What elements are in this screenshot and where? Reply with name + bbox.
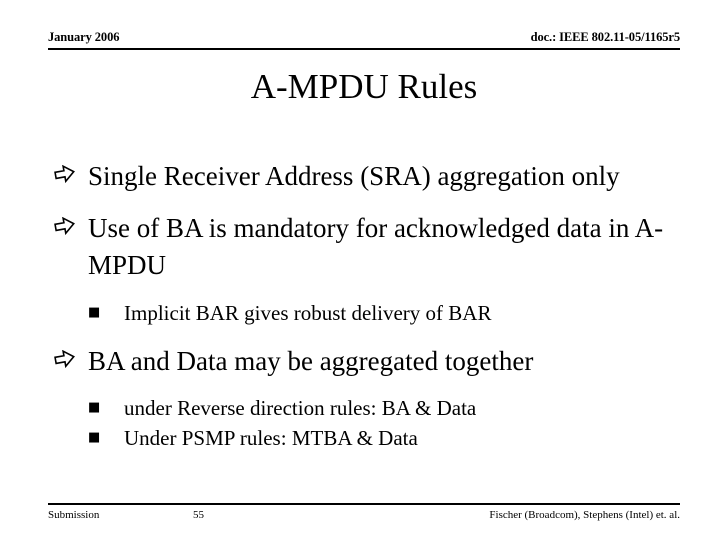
bullet-text: BA and Data may be aggregated together bbox=[88, 346, 534, 376]
footer-page-number: 55 bbox=[193, 509, 204, 521]
bullet-item-level1: Single Receiver Address (SRA) aggregatio… bbox=[52, 158, 682, 195]
bullet-text: under Reverse direction rules: BA & Data bbox=[124, 396, 477, 420]
bullet-item-level2: ■ Under PSMP rules: MTBA & Data bbox=[88, 423, 682, 453]
bullet-item-level1: BA and Data may be aggregated together bbox=[52, 343, 682, 380]
bullet-item-level2: ■ under Reverse direction rules: BA & Da… bbox=[88, 393, 682, 423]
header-doc-reference: doc.: IEEE 802.11-05/1165r5 bbox=[530, 30, 681, 44]
hollow-right-arrow-icon bbox=[54, 213, 80, 239]
slide-footer: Submission 55 Fischer (Broadcom), Stephe… bbox=[48, 509, 680, 527]
header-divider-rule bbox=[48, 48, 680, 50]
footer-submission-label: Submission bbox=[48, 509, 100, 521]
hollow-right-arrow-icon bbox=[54, 346, 80, 372]
slide-title: A-MPDU Rules bbox=[250, 67, 478, 106]
header-date: January 2006 bbox=[48, 30, 120, 44]
bullet-text: Under PSMP rules: MTBA & Data bbox=[124, 426, 418, 450]
hollow-right-arrow-icon bbox=[54, 161, 80, 187]
bullet-text: Single Receiver Address (SRA) aggregatio… bbox=[88, 161, 620, 191]
filled-square-icon: ■ bbox=[88, 305, 101, 320]
footer-divider-rule bbox=[48, 503, 680, 505]
slide-body: Single Receiver Address (SRA) aggregatio… bbox=[52, 158, 682, 453]
bullet-item-level2: ■ Implicit BAR gives robust delivery of … bbox=[88, 298, 682, 328]
bullet-text: Implicit BAR gives robust delivery of BA… bbox=[124, 301, 492, 325]
bullet-text: Use of BA is mandatory for acknowledged … bbox=[88, 213, 664, 280]
filled-square-icon: ■ bbox=[88, 400, 101, 415]
footer-authors: Fischer (Broadcom), Stephens (Intel) et.… bbox=[489, 509, 680, 521]
bullet-item-level1: Use of BA is mandatory for acknowledged … bbox=[52, 210, 682, 284]
filled-square-icon: ■ bbox=[88, 430, 101, 445]
slide-header: January 2006 doc.: IEEE 802.11-05/1165r5 bbox=[48, 30, 680, 52]
